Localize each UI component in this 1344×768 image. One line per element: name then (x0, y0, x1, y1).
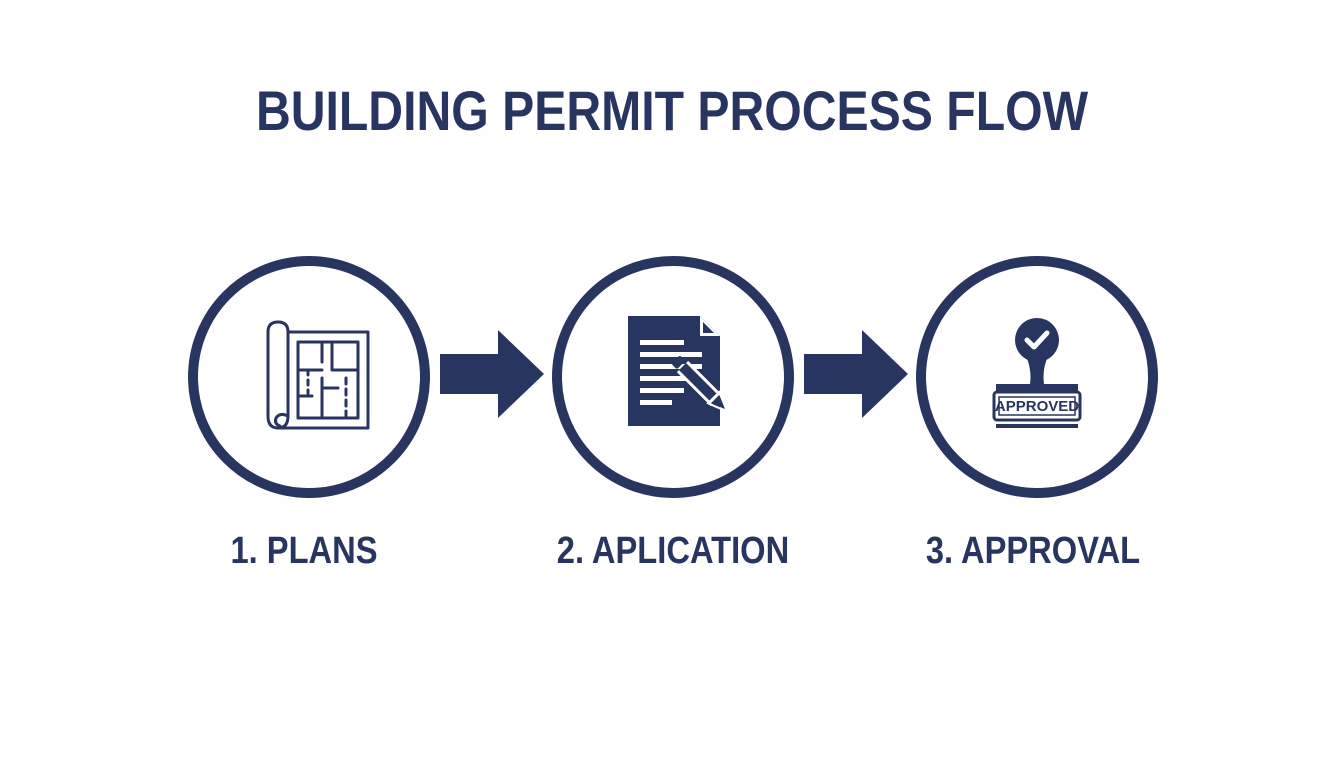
step-2-circle (552, 256, 794, 498)
step-1-label: 1. PLANS (230, 530, 378, 572)
step-1-circle (188, 256, 430, 498)
blueprint-icon (266, 320, 370, 430)
step-2-label: 2. APLICATION (556, 530, 790, 572)
approved-stamp-icon: APPROVED (992, 318, 1082, 428)
page-title: BUILDING PERMIT PROCESS FLOW (255, 79, 1089, 142)
flow-arrow-1 (440, 330, 544, 418)
step-3-label: 3. APPROVAL (925, 530, 1141, 572)
stamp-text: APPROVED (995, 398, 1079, 415)
document-pencil-icon (628, 316, 730, 426)
step-3-circle: APPROVED (916, 256, 1158, 498)
flow-arrow-2 (804, 330, 908, 418)
